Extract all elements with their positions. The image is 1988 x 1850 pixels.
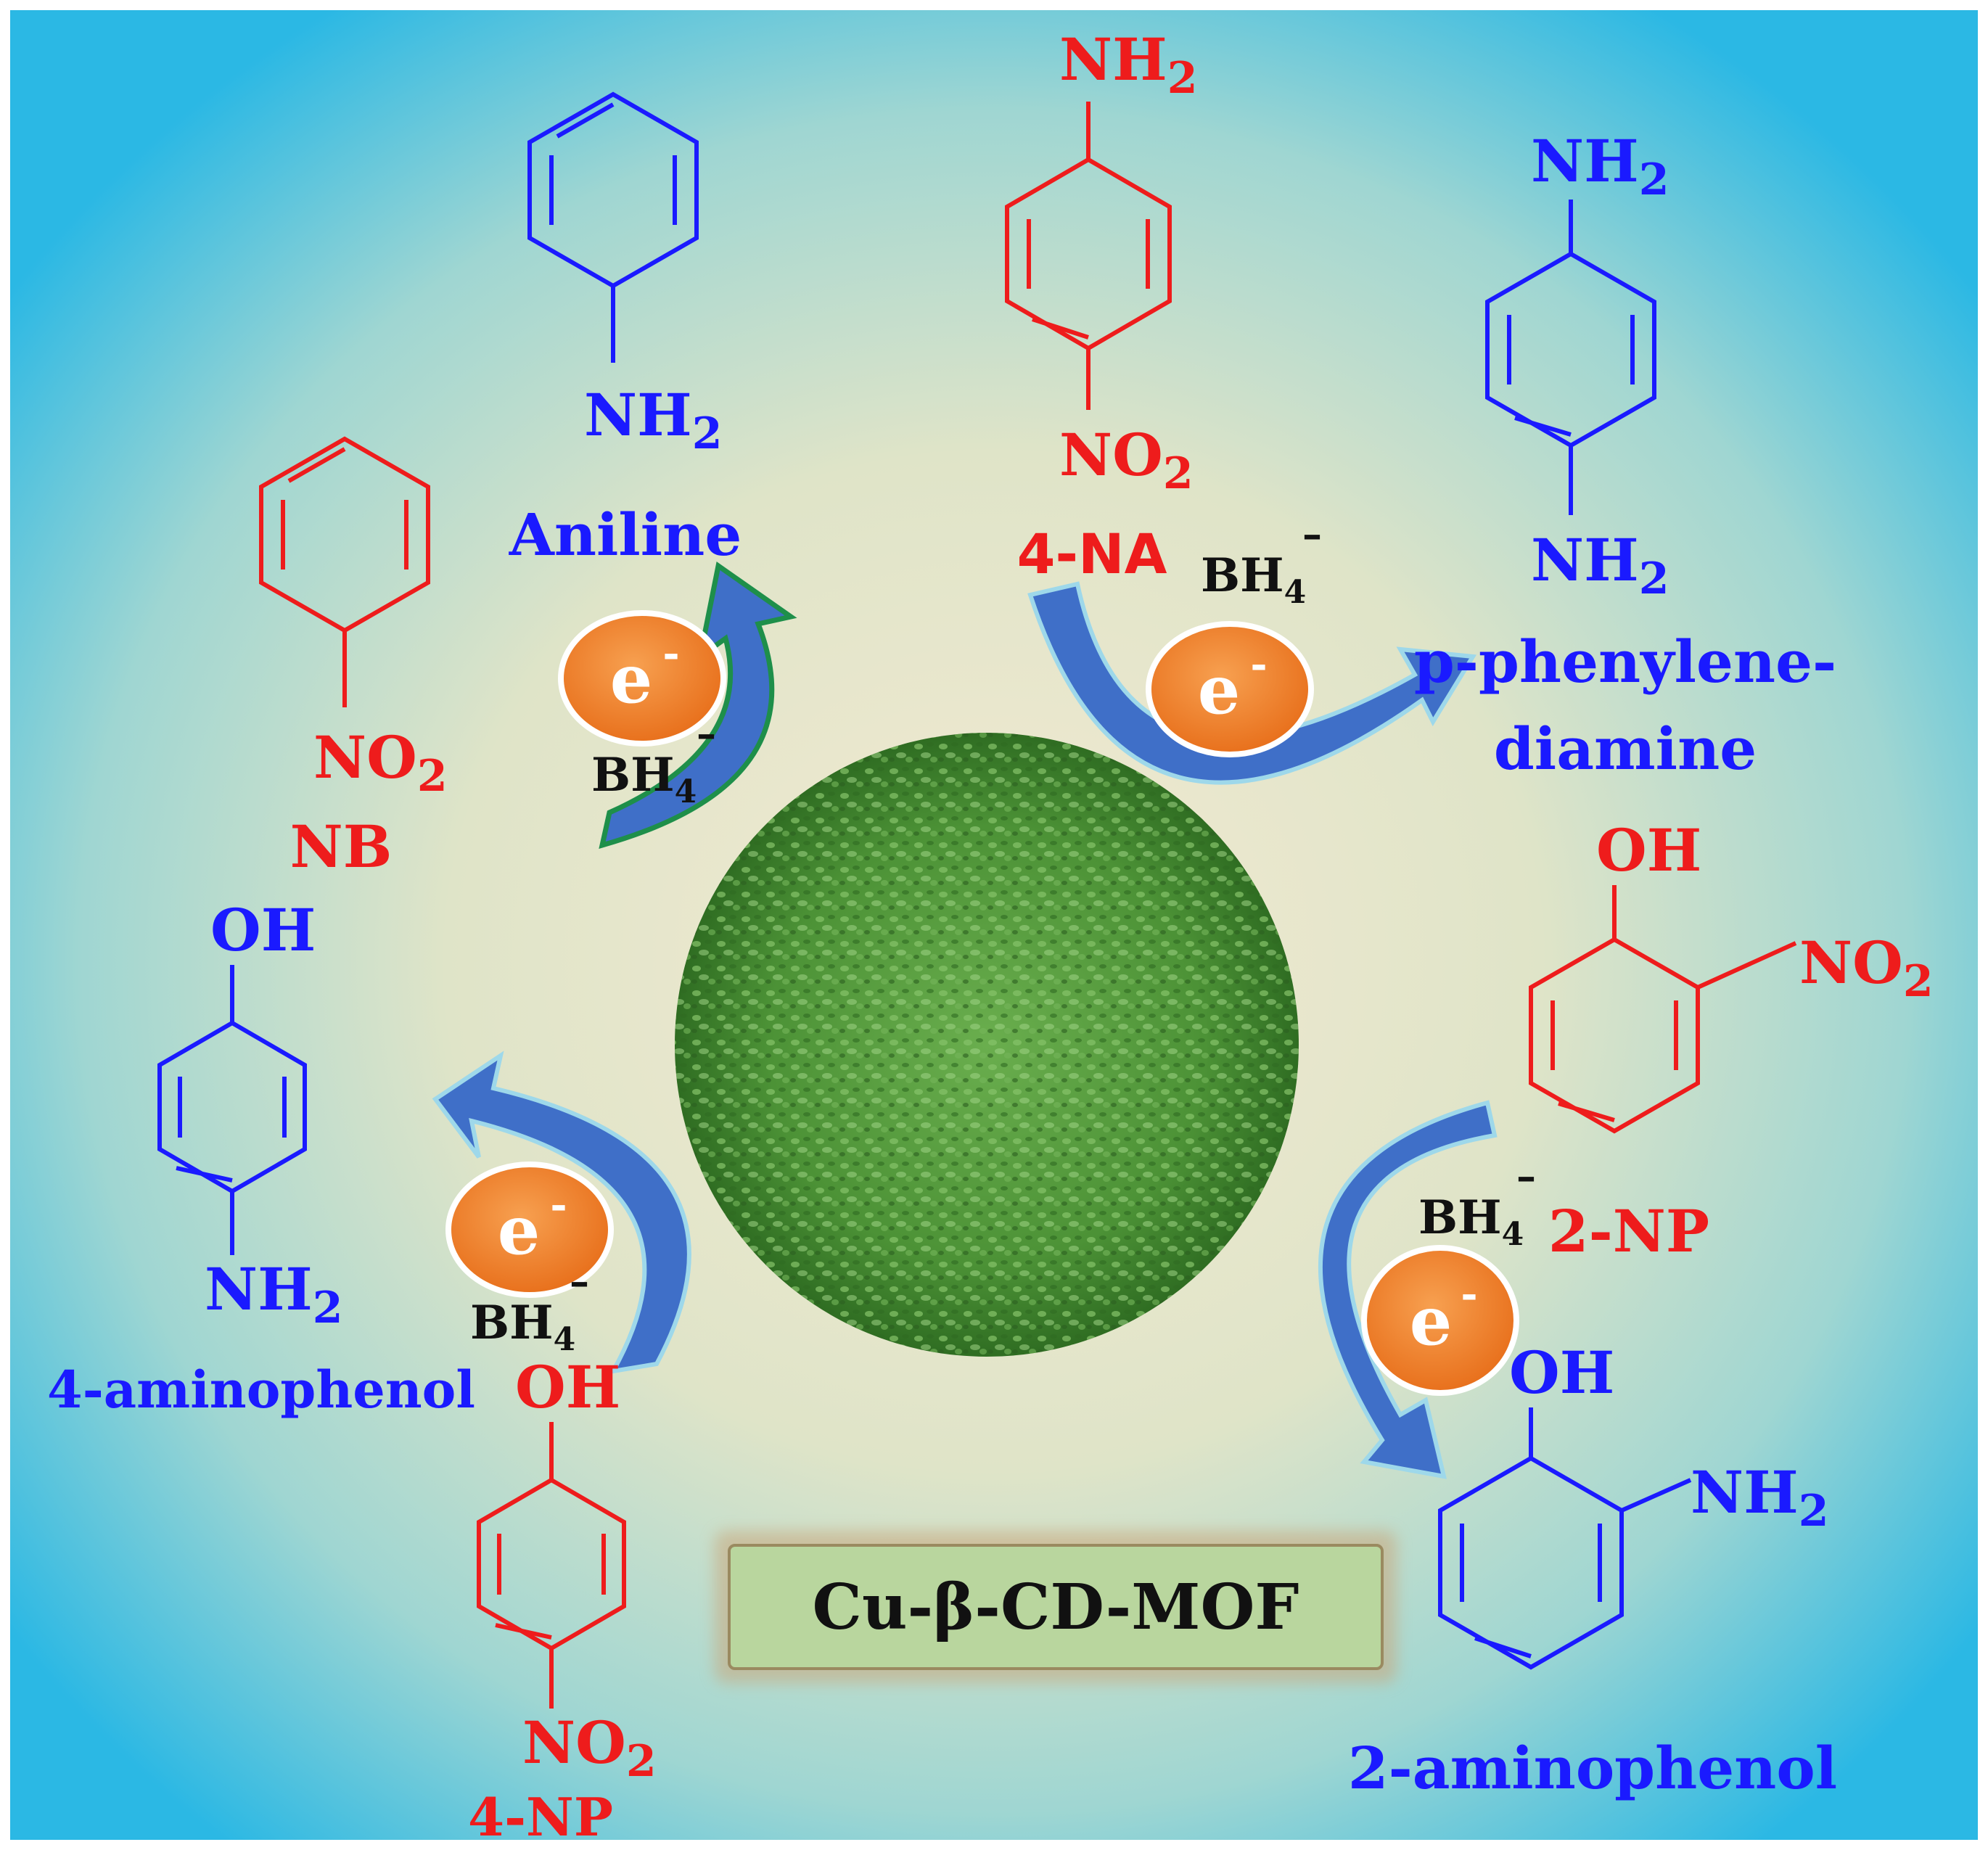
electron-top-right: e - [1146,621,1314,757]
svg-text:e: e [1410,1282,1453,1360]
catalyst-label-box: Cu-β-CD-MOF [715,1531,1397,1683]
svg-text:e: e [1198,651,1241,729]
nb-group: NO2 [313,723,448,802]
arrow-2np-to-2ap [1318,1100,1498,1479]
4ap-name: 4-aminophenol [47,1360,475,1420]
2ap-name: 2-aminophenol [1348,1734,1837,1802]
catalyst-label: Cu-β-CD-MOF [813,1571,1299,1644]
ppd-structure [1485,200,1656,515]
ppd-name-line2: diamine [1494,715,1757,783]
svg-text:BH4: BH4 [1201,548,1306,611]
svg-text:BH4: BH4 [1418,1191,1524,1253]
2ap-oh: OH [1509,1339,1614,1407]
svg-text:-: - [662,630,679,678]
nb-structure [259,436,430,707]
bh4-right: BH4 – [1418,1153,1536,1253]
2np-name: 2-NP [1548,1197,1709,1265]
ppd-name-line1: p-phenylene- [1414,628,1836,696]
4na-name: 4-NA [1017,522,1167,586]
ppd-top-group: NH2 [1531,127,1669,205]
bh4-top-right: BH4 – [1201,511,1322,611]
2ap-structure [1438,1407,1692,1670]
aniline-structure [527,91,699,363]
svg-text:–: – [1302,511,1322,557]
4ap-nh2: NH2 [205,1255,342,1333]
bh4-left: BH4 – [470,1258,589,1358]
svg-text:BH4: BH4 [591,748,697,810]
svg-text:-: - [550,1181,567,1229]
arrow-nb-to-aniline [599,562,797,849]
svg-text:–: – [697,710,716,757]
svg-text:-: - [1461,1270,1477,1318]
aniline-group: NH2 [584,381,722,459]
bh4-top-left: BH4 – [591,710,716,810]
2ap-nh2: NH2 [1691,1458,1828,1537]
arrow-4na-to-ppd [1027,581,1477,785]
4na-top-group: NH2 [1059,25,1197,104]
4np-no2: NO2 [522,1709,657,1787]
4na-bottom-group: NO2 [1059,421,1194,499]
svg-text:e: e [498,1191,541,1270]
4np-oh: OH [515,1353,620,1421]
svg-text:-: - [1250,641,1267,688]
ppd-bottom-group: NH2 [1531,526,1669,604]
svg-text:–: – [570,1258,589,1304]
nb-name: NB [290,813,393,881]
electron-top-left: e - [558,610,726,747]
2np-no2: NO2 [1799,929,1934,1007]
4ap-structure [157,965,307,1255]
4np-structure [477,1422,626,1709]
svg-text:BH4: BH4 [470,1296,575,1358]
svg-text:–: – [1516,1153,1536,1199]
4ap-oh: OH [210,896,316,964]
catalyst-sphere [675,733,1299,1357]
4np-name: 4-NP [468,1786,613,1848]
2np-structure [1529,885,1797,1134]
electron-left: e - [445,1162,614,1298]
svg-text:e: e [610,640,653,718]
arrow-4np-to-4ap [432,1051,691,1374]
4na-structure [1005,102,1172,410]
aniline-name: Aniline [509,501,742,569]
2np-oh: OH [1596,816,1701,884]
electron-right: e - [1361,1245,1519,1396]
